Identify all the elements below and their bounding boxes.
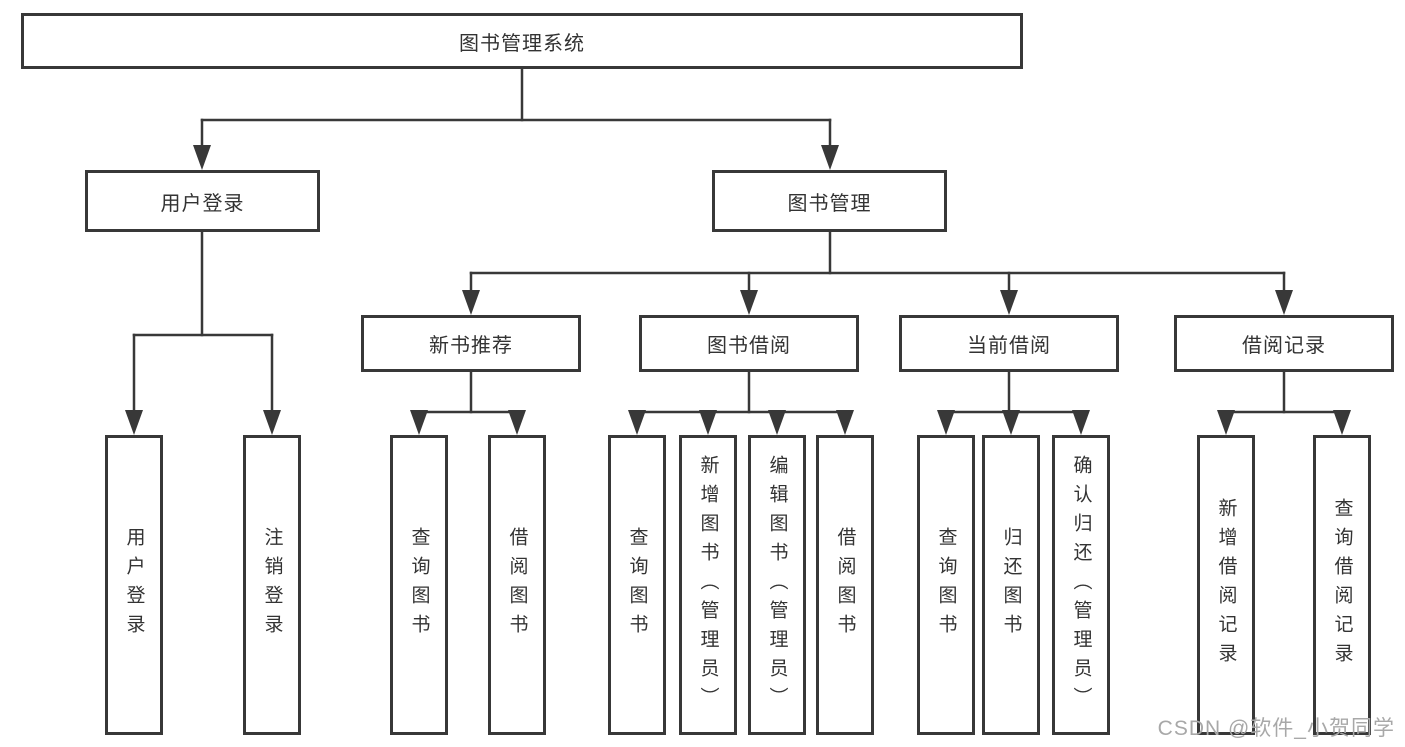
leaf-query-books-recommend: 查询图书	[390, 435, 448, 735]
node-book-management: 图书管理	[712, 170, 947, 232]
leaf-confirm-return-admin: 确认归还（管理员）	[1052, 435, 1110, 735]
leaf-borrow-books-label: 借阅图书	[834, 527, 856, 643]
node-borrowing-records: 借阅记录	[1174, 315, 1394, 372]
leaf-user-login: 用户登录	[105, 435, 163, 735]
leaf-query-books-borrowing-label: 查询图书	[626, 527, 648, 643]
arrowheads	[125, 145, 1351, 435]
csdn-watermark: CSDN @软件_小贺同学	[1157, 717, 1395, 740]
leaf-user-login-label: 用户登录	[123, 527, 145, 643]
leaf-query-borrow-record-label: 查询借阅记录	[1331, 498, 1353, 672]
leaf-return-book: 归还图书	[982, 435, 1040, 735]
node-library-management-system: 图书管理系统	[21, 13, 1023, 69]
leaf-edit-book-admin: 编辑图书（管理员）	[748, 435, 806, 735]
leaf-query-books-current: 查询图书	[917, 435, 975, 735]
leaf-borrow-books-recommend-label: 借阅图书	[506, 527, 528, 643]
leaf-logout: 注销登录	[243, 435, 301, 735]
leaf-add-borrow-record: 新增借阅记录	[1197, 435, 1255, 735]
leaf-query-books-current-label: 查询图书	[935, 527, 957, 643]
leaf-logout-label: 注销登录	[261, 527, 283, 643]
leaf-return-book-label: 归还图书	[1000, 527, 1022, 643]
leaf-add-borrow-record-label: 新增借阅记录	[1215, 498, 1237, 672]
leaf-borrow-books-recommend: 借阅图书	[488, 435, 546, 735]
leaf-borrow-books: 借阅图书	[816, 435, 874, 735]
leaf-query-borrow-record: 查询借阅记录	[1313, 435, 1371, 735]
leaf-add-book-admin: 新增图书（管理员）	[679, 435, 737, 735]
leaf-query-books-borrowing: 查询图书	[608, 435, 666, 735]
node-book-borrowing: 图书借阅	[639, 315, 859, 372]
leaf-confirm-return-admin-label: 确认归还（管理员）	[1070, 454, 1092, 716]
node-new-book-recommend: 新书推荐	[361, 315, 581, 372]
leaf-add-book-admin-label: 新增图书（管理员）	[697, 454, 719, 716]
leaf-query-books-recommend-label: 查询图书	[408, 527, 430, 643]
leaf-edit-book-admin-label: 编辑图书（管理员）	[766, 454, 788, 716]
node-current-borrowing: 当前借阅	[899, 315, 1119, 372]
node-user-login: 用户登录	[85, 170, 320, 232]
